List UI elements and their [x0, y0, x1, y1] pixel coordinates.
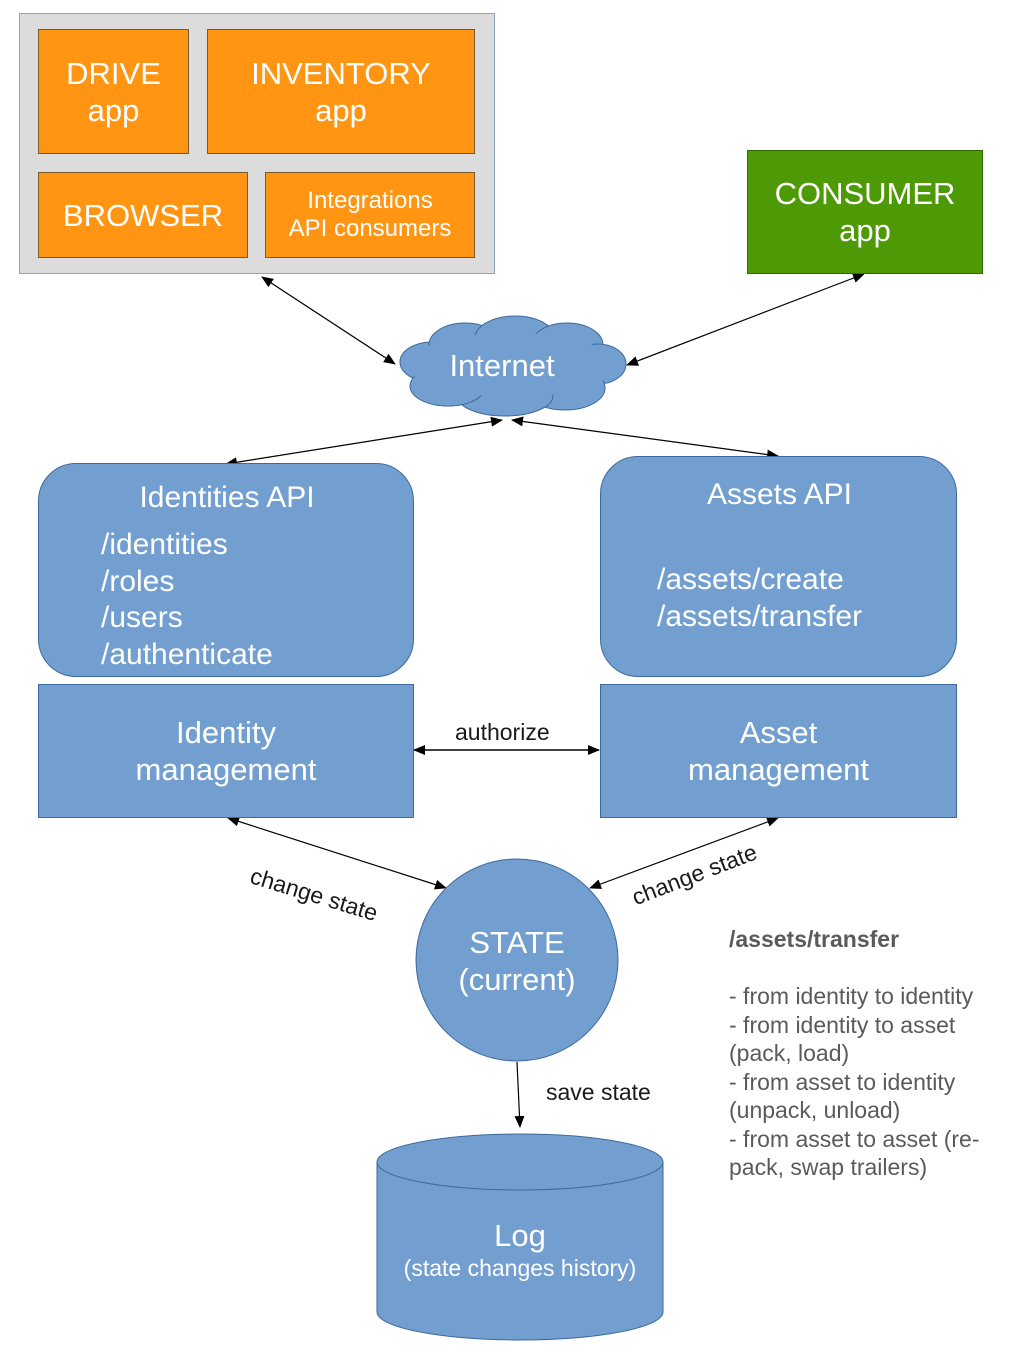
save-state-label: save state [546, 1079, 651, 1105]
browser-label: BROWSER [62, 197, 224, 233]
endpoint-identities: /identities [101, 528, 228, 561]
transfer-note-line: (unpack, unload) [729, 1097, 901, 1123]
state-label-line1: STATE [469, 925, 565, 960]
drive-app-label-line2: app [87, 92, 140, 128]
identity-management-line1: Identity [176, 715, 276, 750]
arrow-state-log [514, 1061, 525, 1128]
inventory-app-box: INVENTORY app [207, 29, 475, 154]
consumer-app-label-line1: CONSUMER [774, 176, 956, 211]
log-subtitle: (state changes history) [403, 1255, 637, 1281]
integrations-label-line2: API consumers [288, 215, 452, 242]
arrow-clients-internet [261, 276, 396, 365]
drive-app-label-line1: DRIVE [66, 55, 161, 91]
identity-management-box: Identity management [38, 684, 414, 818]
state-circle [415, 858, 619, 1062]
inventory-app-label-line1: INVENTORY [251, 55, 431, 91]
identities-api-endpoints: /identities /roles /users /authenticate [101, 527, 273, 674]
endpoint-users: /users [101, 601, 183, 635]
log-label: Log (state changes history) [377, 1218, 663, 1282]
authorize-label: authorize [455, 719, 550, 745]
arrow-identity-state [227, 816, 447, 890]
integrations-box: Integrations API consumers [265, 172, 475, 258]
identities-api-title: Identities API [139, 481, 315, 514]
identities-api-box: Identities API /identities /roles /users… [38, 463, 414, 677]
endpoint-authenticate: /authenticate [101, 638, 273, 672]
asset-management-line2: management [688, 752, 869, 787]
assets-api-endpoints: /assets/create /assets/transfer [657, 561, 862, 635]
inventory-app-label-line2: app [315, 92, 367, 128]
transfer-note-line: (pack, load) [729, 1040, 850, 1066]
log-cylinder [376, 1133, 664, 1341]
state-label-line2: (current) [458, 962, 576, 997]
arrow-consumer-internet [626, 273, 865, 366]
assets-api-title: Assets API [706, 478, 853, 511]
transfer-note-title: /assets/transfer [729, 926, 900, 952]
transfer-note-line: - from asset to identity [729, 1068, 956, 1095]
consumer-app-label-line2: app [839, 213, 891, 248]
log-title: Log [494, 1218, 546, 1253]
consumer-app-box: CONSUMER app [747, 150, 983, 274]
arrow-asset-state [589, 817, 779, 889]
asset-management-box: Asset management [600, 684, 957, 818]
browser-box: BROWSER [38, 172, 248, 258]
transfer-note-line: - from identity to identity [729, 983, 974, 1009]
arrow-internet-assets-api [511, 416, 779, 460]
integrations-label-line1: Integrations [307, 187, 433, 214]
transfer-note: /assets/transfer - from identity to iden… [729, 925, 1019, 1182]
endpoint-assets-create: /assets/create [657, 563, 844, 596]
arrow-internet-identities-api [225, 416, 503, 468]
endpoint-roles: /roles [101, 564, 175, 598]
transfer-note-line: pack, swap trailers) [729, 1154, 928, 1180]
endpoint-assets-transfer: /assets/transfer [657, 600, 863, 633]
transfer-note-line: - from identity to asset [729, 1011, 956, 1038]
identity-management-line2: management [135, 752, 317, 787]
state-label: STATE (current) [417, 924, 617, 998]
asset-management-line1: Asset [739, 715, 818, 750]
assets-api-box: Assets API /assets/create /assets/transf… [600, 456, 957, 677]
drive-app-box: DRIVE app [38, 29, 189, 154]
internet-label: Internet [449, 348, 555, 383]
transfer-note-line: - from asset to asset (re- [729, 1125, 980, 1152]
